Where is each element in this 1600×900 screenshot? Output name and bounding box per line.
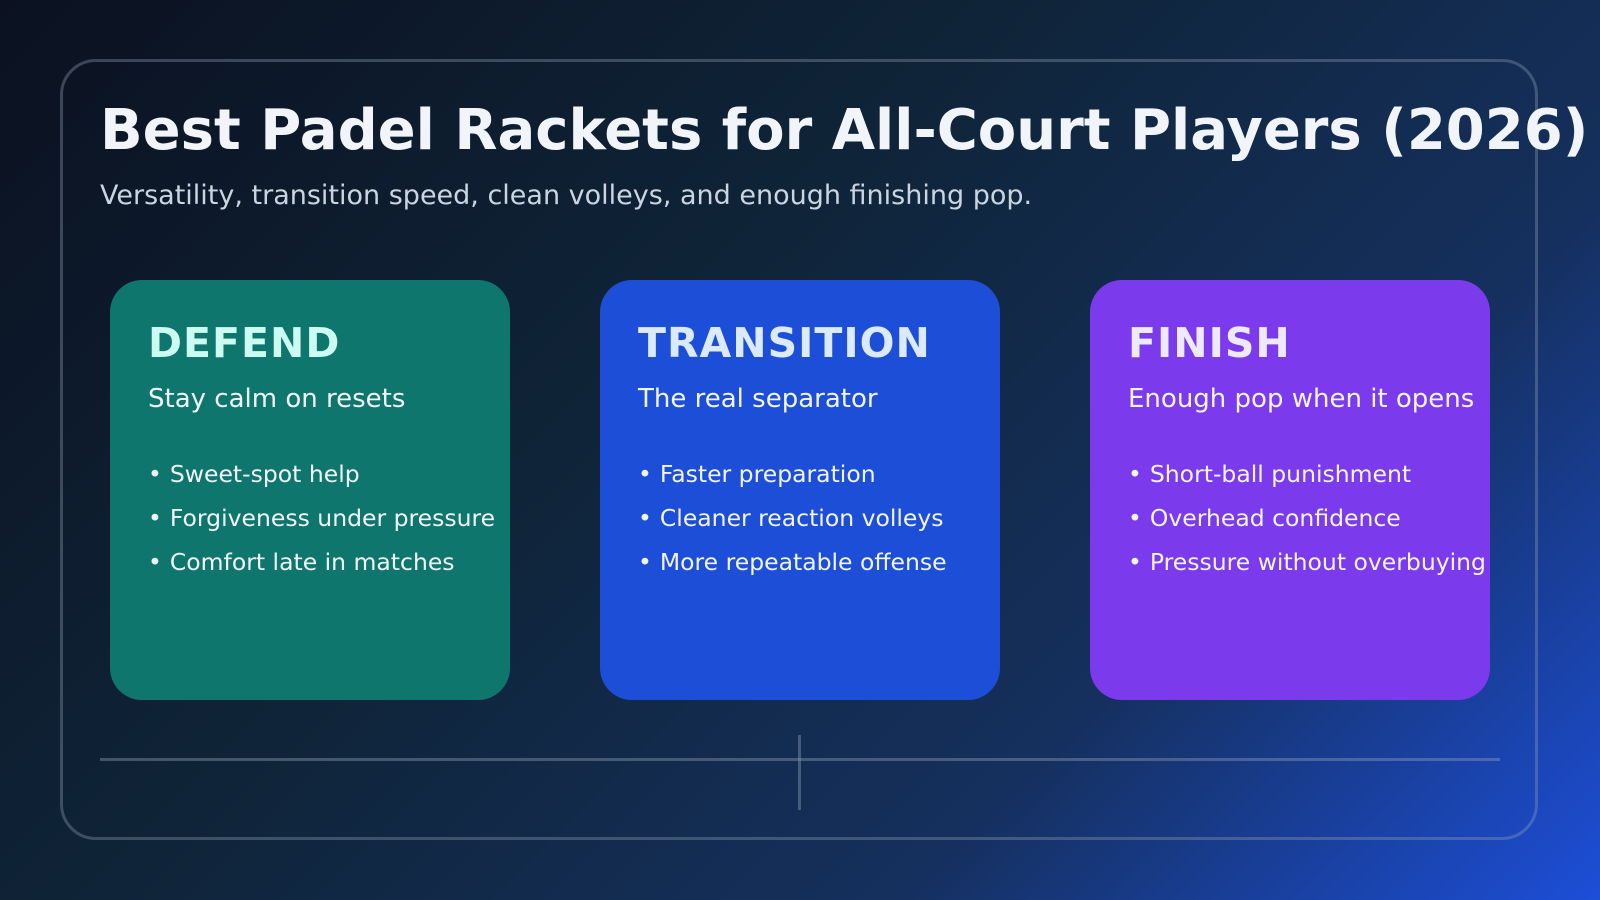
vertical-divider: [798, 735, 801, 810]
card-tagline: The real separator: [638, 384, 878, 414]
card-point-list: Short-ball punishment Overhead confidenc…: [1128, 452, 1486, 584]
card-point: Comfort late in matches: [148, 540, 495, 584]
slide-frame: [60, 59, 1538, 840]
card-tagline: Enough pop when it opens: [1128, 384, 1475, 414]
card-point: More repeatable offense: [638, 540, 947, 584]
card-transition: TRANSITION The real separator Faster pre…: [600, 280, 1000, 700]
page-subtitle: Versatility, transition speed, clean vol…: [100, 180, 1033, 211]
card-point: Overhead confidence: [1128, 496, 1486, 540]
horizontal-divider: [100, 758, 1500, 761]
card-point: Pressure without overbuying: [1128, 540, 1486, 584]
card-point-list: Faster preparation Cleaner reaction voll…: [638, 452, 947, 584]
card-point-list: Sweet-spot help Forgiveness under pressu…: [148, 452, 495, 584]
card-finish: FINISH Enough pop when it opens Short-ba…: [1090, 280, 1490, 700]
card-point: Sweet-spot help: [148, 452, 495, 496]
page-title: Best Padel Rackets for All-Court Players…: [100, 98, 1589, 163]
card-tagline: Stay calm on resets: [148, 384, 406, 414]
card-point: Short-ball punishment: [1128, 452, 1486, 496]
card-point: Forgiveness under pressure: [148, 496, 495, 540]
card-title: TRANSITION: [638, 319, 931, 367]
card-defend: DEFEND Stay calm on resets Sweet-spot he…: [110, 280, 510, 700]
card-title: DEFEND: [148, 319, 341, 367]
card-point: Cleaner reaction volleys: [638, 496, 947, 540]
card-point: Faster preparation: [638, 452, 947, 496]
card-title: FINISH: [1128, 319, 1291, 367]
